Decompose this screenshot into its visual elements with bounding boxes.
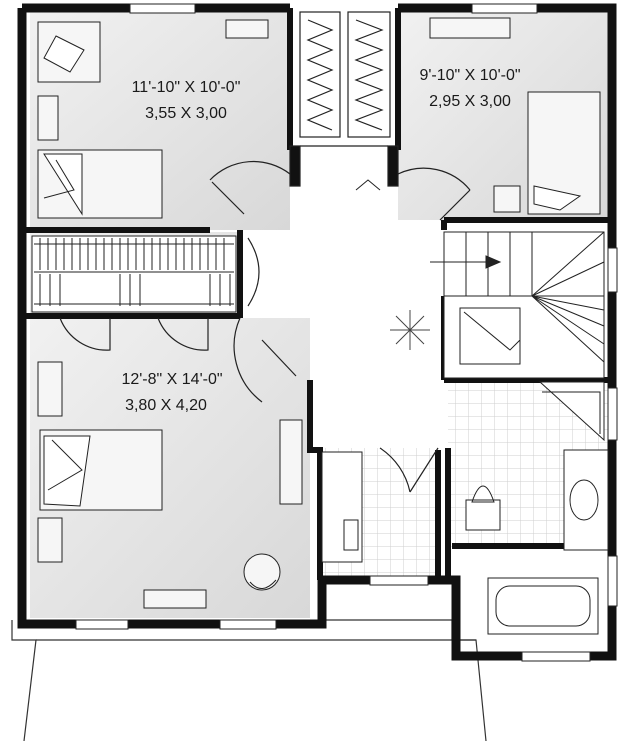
dresser-top-right [429,17,511,39]
window-right-1 [607,247,618,293]
label-bedroom-master-imperial: 12'-8" X 14'-0" [121,371,222,388]
label-bedroom-top-left-imperial: 11'-10" X 10'-0" [132,79,241,96]
ceiling-light [390,310,430,350]
bathroom-fixtures [321,381,609,635]
chair-master [243,553,281,591]
bedroom-top-left-furniture [37,19,269,219]
toilet [465,485,501,531]
window-right-3 [607,387,618,441]
bedroom-top-right-furniture [429,17,601,215]
nightstand-master-1 [37,361,63,417]
dresser-master [279,419,303,505]
windows [75,3,618,662]
nightstand-master-2 [37,517,63,563]
bedroom-closet [31,235,260,313]
stairs [430,231,605,379]
window-top-right [471,3,538,14]
nightstand-top-right [493,185,521,213]
shelf-top-left [225,19,269,39]
window-bath-bottom [521,651,591,662]
window-bottom-1 [75,619,129,630]
door-swings [59,160,471,493]
window-right-2 [607,555,618,607]
label-bedroom-top-right-metric: 2,95 X 3,00 [429,93,511,110]
window-powder [369,575,429,586]
label-bedroom-master-metric: 3,80 X 4,20 [125,397,207,414]
bench-master [143,589,207,609]
label-bedroom-top-right-imperial: 9'-10" X 10'-0" [419,67,520,84]
label-bedroom-top-left-metric: 3,55 X 3,00 [145,105,227,122]
sink-bath [569,479,599,521]
hall-closets [289,11,399,187]
bedroom-master-furniture [37,361,303,609]
room-labels: 11'-10" X 10'-0" 3,55 X 3,00 9'-10" X 10… [121,67,520,414]
roof-outline [11,619,487,741]
interior-walls [22,8,612,580]
window-top-left [129,3,196,14]
window-bottom-2 [219,619,277,630]
exterior-walls [17,3,617,661]
nightstand-top-left [37,95,59,141]
